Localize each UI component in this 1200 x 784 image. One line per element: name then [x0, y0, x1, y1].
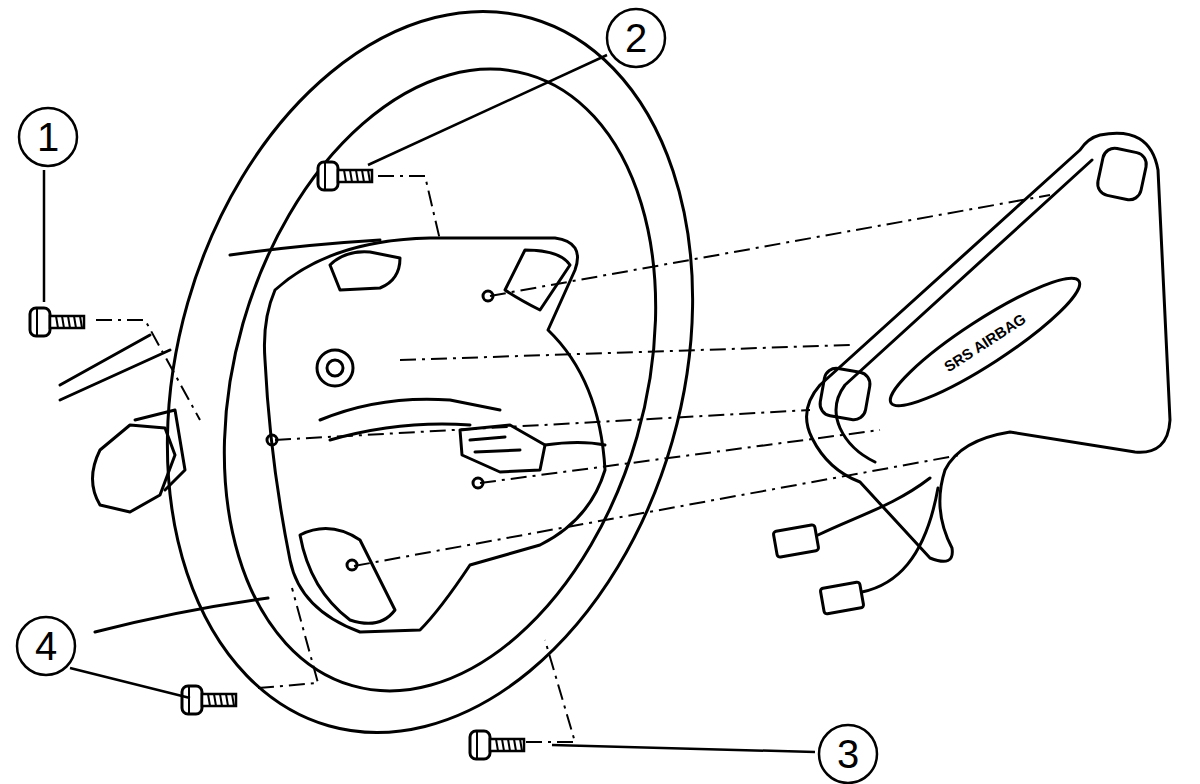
callout-text: 2 — [625, 18, 647, 58]
combination-switch — [135, 410, 185, 490]
combination-switch — [93, 425, 176, 512]
airbag-emblem: SRS AIRBAG — [939, 308, 1032, 377]
bolt — [318, 162, 372, 190]
column-cover — [95, 598, 268, 632]
bolt — [470, 731, 524, 759]
airbag-wire — [818, 478, 930, 535]
clock-spring — [320, 399, 500, 440]
callout-text-wrap: 3 — [817, 723, 879, 784]
callout-text-wrap: 1 — [17, 106, 79, 168]
hub-connector — [470, 437, 520, 452]
callout-circle — [607, 9, 665, 67]
bolt-path — [258, 588, 318, 688]
wheel-hub — [264, 238, 605, 632]
bolt — [182, 686, 236, 714]
callout-text: 4 — [35, 626, 57, 666]
leader-line — [70, 668, 190, 698]
callout-text-wrap: 4 — [15, 615, 77, 677]
hub-wire — [545, 443, 605, 446]
alignment-line — [490, 195, 1050, 296]
callout-circle — [17, 617, 75, 675]
callout-number: 3 — [817, 723, 879, 784]
callout-text-wrap: 2 — [605, 7, 667, 69]
center-nut — [317, 350, 353, 386]
callout-number: 2 — [605, 7, 667, 69]
airbag-module — [807, 133, 1170, 561]
alignment-line — [354, 455, 960, 566]
airbag-emblem-oval — [879, 263, 1091, 422]
callout-number: 1 — [17, 106, 79, 168]
hub-connector — [460, 425, 545, 472]
wheel-spoke — [505, 250, 570, 310]
alignment-line — [400, 345, 850, 360]
callout-circle — [19, 108, 77, 166]
callout-text: 3 — [837, 734, 859, 774]
column-cover — [60, 335, 170, 400]
airbag-module-edge — [836, 160, 1092, 462]
leader-line — [552, 745, 815, 752]
airbag-wire — [862, 488, 938, 592]
alignment-line — [275, 410, 810, 440]
bolt-path — [378, 176, 440, 240]
bolt — [30, 308, 84, 336]
horn-button — [1095, 146, 1148, 202]
bolt-path — [96, 320, 200, 420]
bolt-path — [526, 640, 575, 742]
leader-line — [368, 55, 607, 165]
alignment-line — [480, 430, 880, 483]
wheel-rim-outer — [86, 0, 773, 784]
horn-button — [818, 366, 872, 421]
leader-line — [43, 170, 46, 302]
wheel-rim-inner — [155, 18, 724, 742]
callout-number: 4 — [15, 615, 77, 677]
wheel-spoke — [300, 529, 395, 624]
wheel-spoke — [330, 252, 400, 290]
airbag-connector — [820, 582, 864, 615]
callout-circle — [819, 725, 877, 783]
airbag-connector — [773, 525, 819, 558]
callout-text: 1 — [37, 117, 59, 157]
center-nut — [327, 360, 343, 376]
